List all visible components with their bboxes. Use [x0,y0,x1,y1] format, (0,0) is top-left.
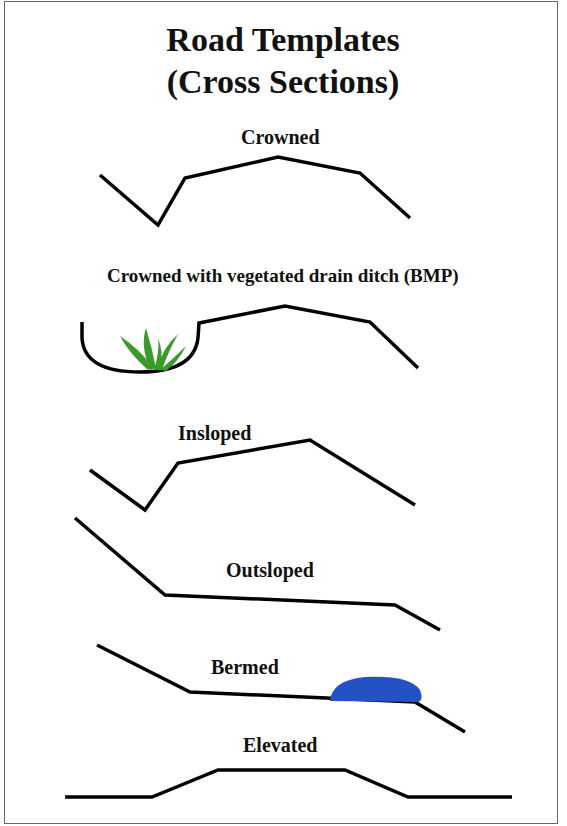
template-label: Elevated [243,733,317,757]
template-label: Bermed [211,655,279,679]
crowned-profile [100,157,410,225]
berm [330,677,422,702]
frame [5,2,558,824]
template-label: Crowned [241,125,320,149]
bermed-profile [97,645,465,732]
elevated-profile [65,770,512,797]
insloped-profile [90,440,415,510]
title: Road Templates (Cross Sections) [133,19,433,103]
outsloped-profile [75,518,440,630]
ditch-profile [82,306,418,372]
template-label: Crowned with vegetated drain ditch (BMP) [107,264,459,288]
ditch-grass [120,328,186,371]
template-label: Outsloped [226,558,314,582]
template-label: Insloped [178,421,251,445]
